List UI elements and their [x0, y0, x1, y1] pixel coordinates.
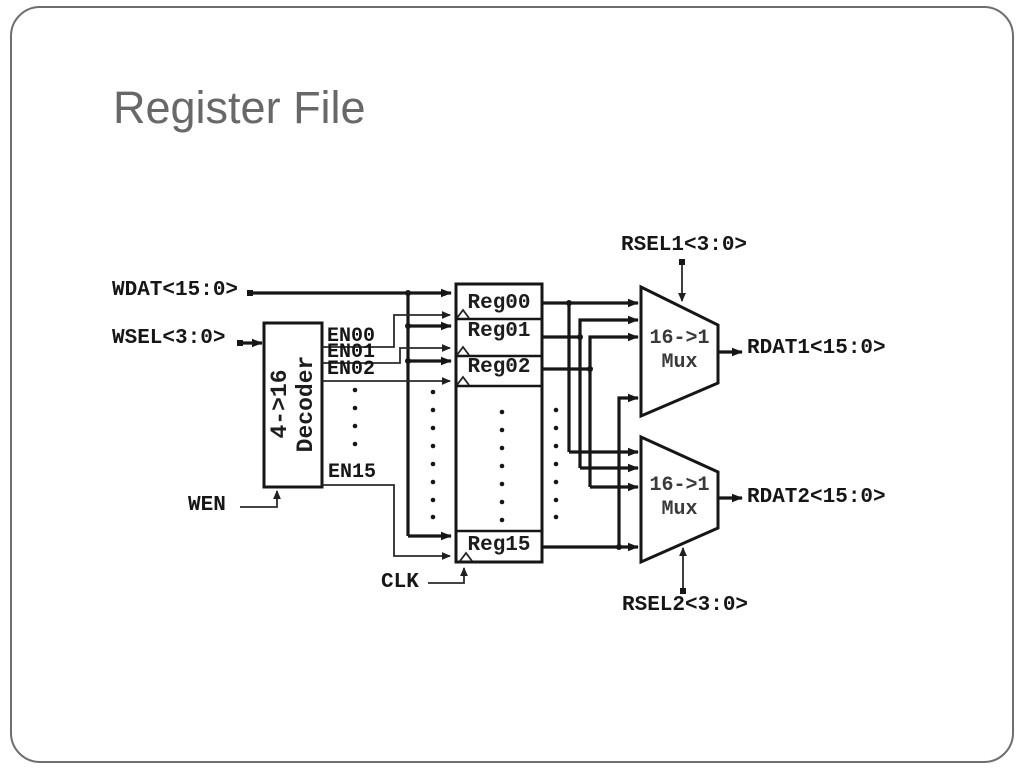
reg01-cell: Reg01 — [467, 320, 531, 343]
register-stack-box — [454, 282, 544, 564]
rsel1-label: RSEL1<3:0> — [621, 234, 748, 257]
junction-dots — [237, 259, 686, 594]
rdat1-label: RDAT1<15:0> — [747, 337, 886, 360]
en02-label: EN02 — [327, 358, 376, 381]
ellipsis-dots — [352, 387, 559, 523]
control-wires — [240, 262, 687, 591]
decoder-label-line2: Decoder — [293, 355, 319, 453]
bus-wires — [240, 288, 743, 552]
mux1-shape — [639, 284, 720, 419]
decoder-label: 4->16 Decoder — [267, 356, 319, 453]
slide-title: Register File — [113, 82, 366, 133]
clock-wedge-icon — [456, 375, 470, 386]
en01-label: EN01 — [327, 341, 376, 364]
wen-label: WEN — [188, 494, 226, 517]
clock-wedge-icon — [456, 308, 470, 319]
clock-wedge-icon — [456, 345, 470, 356]
rsel2-label: RSEL2<3:0> — [622, 594, 749, 617]
mux2-label-line1: 16->1 — [649, 474, 710, 497]
en15-label: EN15 — [328, 461, 377, 484]
mux1-label-line2: Mux — [661, 351, 698, 374]
wsel-label: WSEL<3:0> — [112, 327, 226, 350]
reg00-cell: Reg00 — [467, 292, 531, 315]
decoder-label-line1: 4->16 — [267, 369, 293, 439]
mux1-label-line1: 16->1 — [649, 327, 710, 350]
decoder-box — [262, 321, 324, 489]
mux2-label-line2: Mux — [661, 498, 698, 521]
clock-wedge-icon — [459, 551, 473, 562]
mux2-shape — [639, 434, 720, 565]
wdat-label: WDAT<15:0> — [112, 279, 239, 302]
clk-label: CLK — [381, 571, 419, 594]
en00-label: EN00 — [327, 325, 376, 348]
reg15-cell: Reg15 — [467, 534, 531, 557]
mux1-label: 16->1 Mux — [641, 327, 718, 375]
rdat2-label: RDAT2<15:0> — [747, 486, 886, 509]
reg02-cell: Reg02 — [467, 356, 531, 379]
mux2-label: 16->1 Mux — [641, 474, 718, 522]
